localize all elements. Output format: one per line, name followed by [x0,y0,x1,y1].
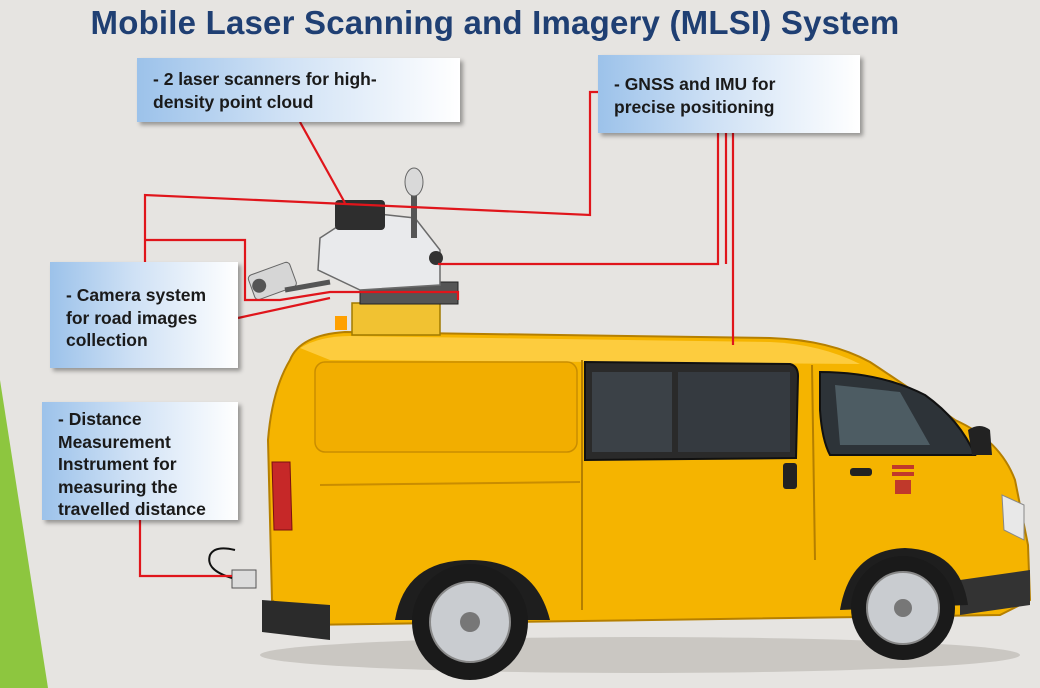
front-wheel [851,556,955,660]
page-title: Mobile Laser Scanning and Imagery (MLSI)… [90,4,900,41]
callout-laser-scanners: - 2 laser scanners for high- density poi… [137,58,460,122]
leader-camera-lower [237,296,331,320]
leader-dmi [138,520,232,578]
leader-gnss-left [143,90,598,262]
leader-laser [299,121,346,204]
rear-wheel [412,564,528,680]
leader-camera-upper [145,238,460,302]
callout-gnss-imu: - GNSS and IMU for precise positioning [598,55,860,133]
distance-measurement-instrument [208,547,257,589]
leader-lines [138,90,735,578]
callout-dmi: - Distance Measurement Instrument for me… [42,402,238,520]
callout-camera-system: - Camera system for road images collecti… [50,262,238,368]
accent-stripe [0,380,48,688]
roof-sensor-rig [247,167,459,336]
leader-gnss-imu [438,133,720,266]
